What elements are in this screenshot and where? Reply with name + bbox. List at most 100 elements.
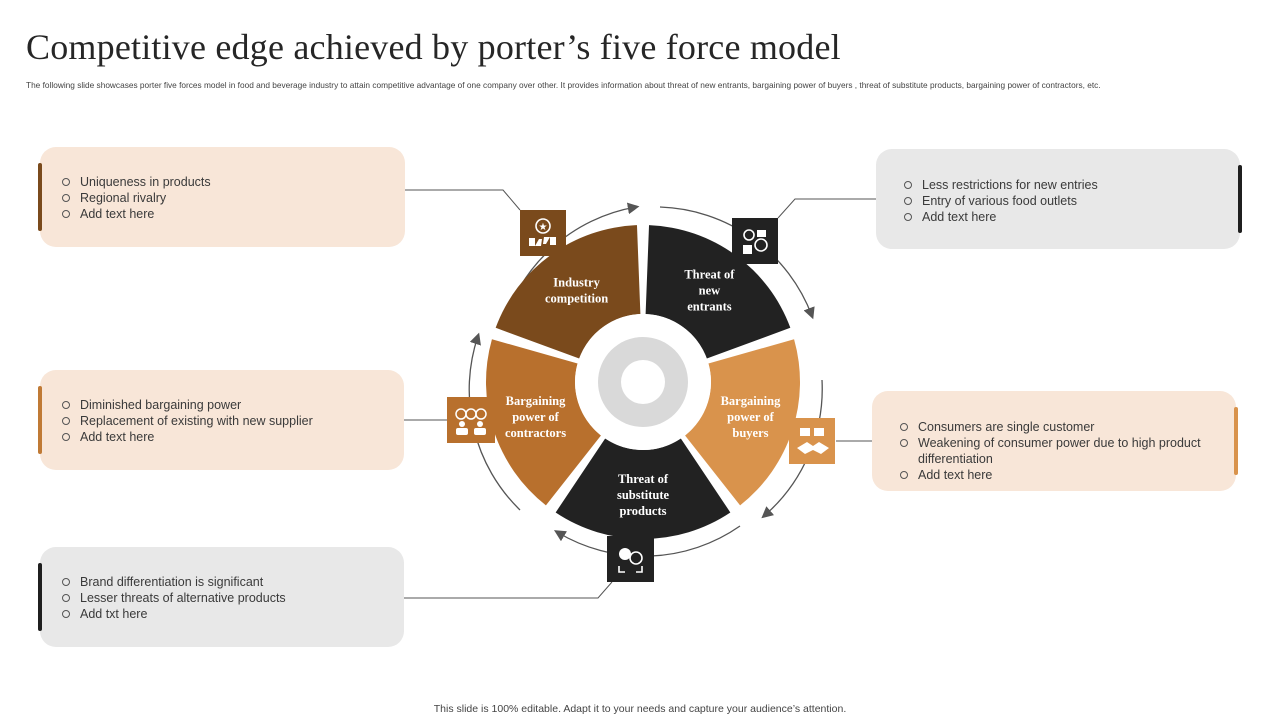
segment-threat-substitutes-label: Threat of substitute products — [617, 472, 670, 518]
segment-threat-new-entrants — [645, 225, 791, 359]
thumbs-star-icon: ★ — [520, 210, 566, 256]
circle-bullet-icon — [62, 178, 70, 186]
circle-bullet-icon — [900, 471, 908, 479]
connector-top-right — [777, 198, 876, 219]
list-item-text: Replacement of existing with new supplie… — [80, 414, 313, 428]
circle-bullet-icon — [62, 594, 70, 602]
list-item-text: Add text here — [918, 468, 993, 482]
circle-bullet-icon — [900, 439, 908, 447]
segment-threat-substitutes — [555, 438, 731, 539]
segment-label-line: Industry — [553, 276, 600, 290]
list-item-text: Add text here — [80, 430, 155, 444]
circle-bullet-icon — [62, 401, 70, 409]
segment-label-line: power of — [727, 410, 774, 424]
circle-bullet-icon — [62, 194, 70, 202]
list-item: Add text here — [900, 467, 1220, 483]
connector-bottom-left — [404, 581, 613, 599]
list-item-text: Less restrictions for new entries — [922, 178, 1098, 192]
accent-bar — [1238, 165, 1242, 233]
circle-bullet-icon — [62, 210, 70, 218]
segment-label-line: competition — [545, 292, 608, 306]
circle-bullet-icon — [900, 423, 908, 431]
handshake-money-icon — [789, 418, 835, 464]
list-item: Consumers are single customer — [900, 419, 1220, 435]
list-item: Entry of various food outlets — [904, 193, 1224, 209]
connector-lines — [404, 189, 876, 599]
circle-bullet-icon — [904, 181, 912, 189]
list-item: Add text here — [62, 206, 392, 222]
list-item-text: Diminished bargaining power — [80, 398, 242, 412]
segment-label-line: Bargaining — [506, 394, 566, 408]
segment-threat-new-entrants-label: Threat of new entrants — [684, 268, 735, 314]
list-item: Lesser threats of alternative products — [62, 590, 392, 606]
list-item: Less restrictions for new entries — [904, 177, 1224, 193]
segment-label-line: Threat of — [618, 472, 669, 486]
center-hole — [621, 360, 665, 404]
list-item-text: Add text here — [922, 210, 997, 224]
segment-label-line: products — [619, 504, 666, 518]
segment-label-line: power of — [512, 410, 559, 424]
segment-bargaining-buyers-label: Bargaining power of buyers — [721, 394, 781, 440]
segment-label-line: Bargaining — [721, 394, 781, 408]
list-item: Weakening of consumer power due to high … — [900, 435, 1220, 467]
accent-bar — [38, 563, 42, 631]
segment-industry-competition-label: Industry competition — [545, 276, 608, 306]
list-item-text: Regional rivalry — [80, 191, 167, 205]
page-subtitle: The following slide showcases porter fiv… — [26, 80, 1101, 90]
list-item-text: Brand differentiation is significant — [80, 575, 264, 589]
segment-label-line: substitute — [617, 488, 670, 502]
circle-bullet-icon — [62, 417, 70, 425]
team-money-icon — [447, 397, 495, 443]
circle-bullet-icon — [904, 213, 912, 221]
circle-bullet-icon — [62, 433, 70, 441]
segment-bargaining-contractors-label: Bargaining power of contractors — [505, 394, 566, 440]
page-title: Competitive edge achieved by porter’s fi… — [26, 27, 841, 67]
segment-bargaining-contractors — [486, 339, 601, 506]
list-item-text: Lesser threats of alternative products — [80, 591, 286, 605]
list-item: Add text here — [62, 429, 392, 445]
list-item-text: Add text here — [80, 207, 155, 221]
exchange-warning-icon — [607, 536, 654, 582]
list-item: Add txt here — [62, 606, 392, 622]
segment-label-line: buyers — [732, 426, 768, 440]
accent-bar — [38, 163, 42, 231]
segment-label-line: Threat of — [684, 268, 735, 282]
accent-bar — [1234, 407, 1238, 475]
segment-label-line: contractors — [505, 426, 566, 440]
list-item-text: Weakening of consumer power due to high … — [918, 436, 1201, 466]
list-item: Uniqueness in products — [62, 174, 392, 190]
circle-bullet-icon — [904, 197, 912, 205]
segment-label-line: new — [699, 284, 721, 298]
list-item: Diminished bargaining power — [62, 397, 392, 413]
list-item: Add text here — [904, 209, 1224, 225]
list-item-text: Entry of various food outlets — [922, 194, 1077, 208]
segment-industry-competition — [495, 225, 641, 359]
connector-top-left — [405, 189, 521, 211]
list-item-text: Consumers are single customer — [918, 420, 1095, 434]
svg-text:★: ★ — [539, 222, 548, 233]
circle-bullet-icon — [62, 578, 70, 586]
list-item-text: Add txt here — [80, 607, 148, 621]
list-item: Brand differentiation is significant — [62, 574, 392, 590]
accent-bar — [38, 386, 42, 454]
segment-bargaining-buyers — [685, 339, 800, 506]
footer-note: This slide is 100% editable. Adapt it to… — [433, 703, 847, 715]
people-gears-icon — [732, 218, 778, 264]
segment-label-line: entrants — [687, 300, 732, 314]
list-item-text: Uniqueness in products — [80, 175, 211, 189]
circle-bullet-icon — [62, 610, 70, 618]
list-item: Regional rivalry — [62, 190, 392, 206]
list-item: Replacement of existing with new supplie… — [62, 413, 392, 429]
